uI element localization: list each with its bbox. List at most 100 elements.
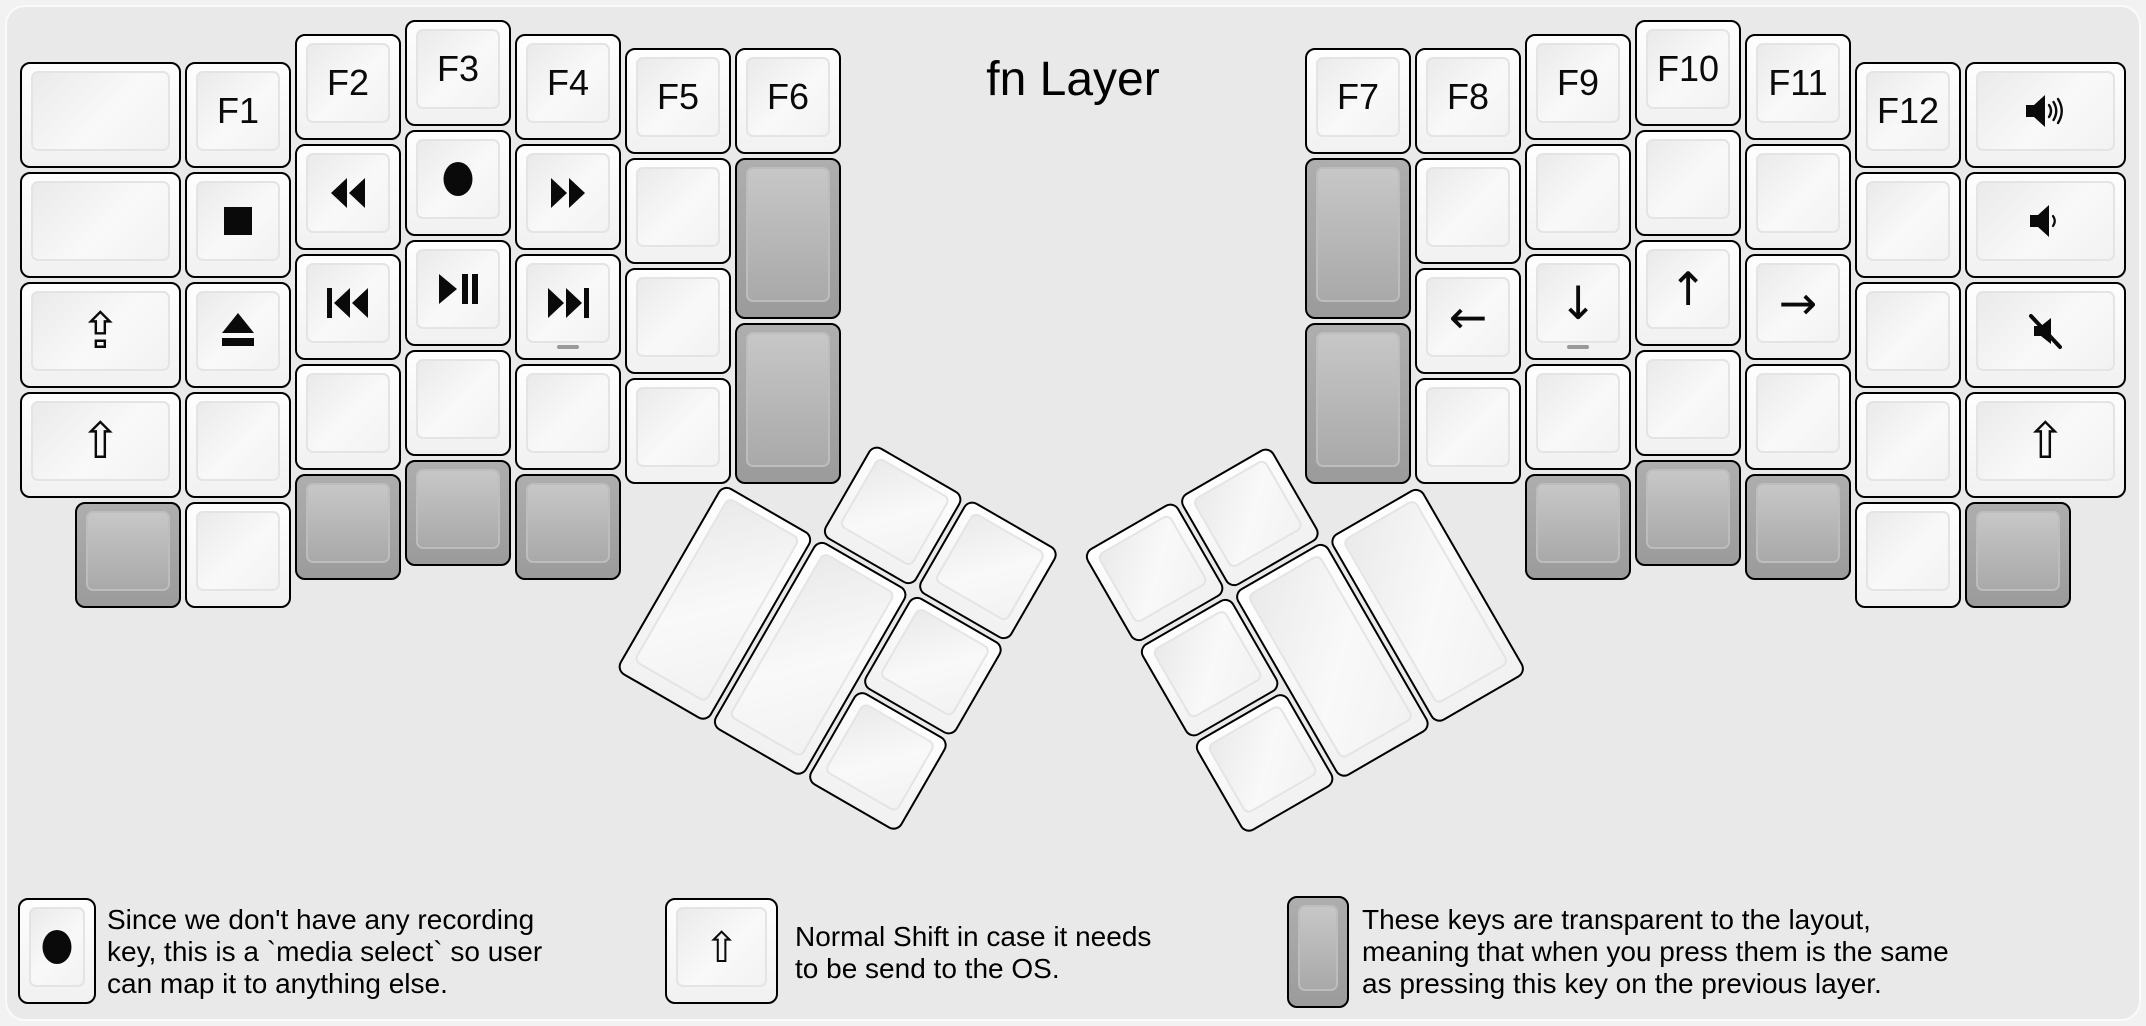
- key-volume-up[interactable]: [1965, 62, 2126, 168]
- page-title: fn Layer: [986, 53, 1160, 106]
- eject-icon: [222, 313, 254, 346]
- key-blank[interactable]: [1855, 502, 1961, 608]
- key-blank[interactable]: [1855, 392, 1961, 498]
- keycap-top: ⇧: [676, 907, 767, 987]
- key-transparent[interactable]: [405, 460, 511, 566]
- key-mute[interactable]: [1965, 282, 2126, 388]
- keycap-top: F4: [526, 43, 610, 123]
- key-blank[interactable]: [1415, 378, 1521, 484]
- key-f5[interactable]: F5: [625, 48, 731, 154]
- key-arrow-up[interactable]: ↑: [1635, 240, 1741, 346]
- keycap-top: F9: [1536, 43, 1620, 123]
- key-transparent[interactable]: [1305, 323, 1411, 484]
- key-f6[interactable]: F6: [735, 48, 841, 154]
- keycap-top: ↓: [1536, 263, 1620, 343]
- key-transparent[interactable]: [1745, 474, 1851, 580]
- key-eject[interactable]: [185, 282, 291, 388]
- key-blank[interactable]: [515, 364, 621, 470]
- key-transparent[interactable]: [1635, 460, 1741, 566]
- keycap-top: [1976, 291, 2115, 371]
- keycap-top: [1536, 483, 1620, 563]
- keycap-top: [636, 387, 720, 467]
- key-transparent[interactable]: [295, 474, 401, 580]
- keycap-top: [86, 511, 170, 591]
- legend-note-transparent: These keys are transparent to the layout…: [1362, 904, 1949, 999]
- key-stop[interactable]: [185, 172, 291, 278]
- keycap-top: [196, 401, 280, 481]
- key-legend-text: F11: [1768, 62, 1828, 103]
- key-f8[interactable]: F8: [1415, 48, 1521, 154]
- key-legend-text: F7: [1336, 76, 1379, 117]
- key-blank[interactable]: [625, 378, 731, 484]
- key-blank[interactable]: [20, 62, 181, 168]
- key-transparent[interactable]: [1305, 158, 1411, 319]
- key-caps-lock[interactable]: ⇪: [20, 282, 181, 388]
- key-f4[interactable]: F4: [515, 34, 621, 140]
- key-transparent[interactable]: [735, 323, 841, 484]
- key-transparent[interactable]: [75, 502, 181, 608]
- keycap-top: [1426, 387, 1510, 467]
- key-f10[interactable]: F10: [1635, 20, 1741, 126]
- key-blank[interactable]: [1415, 158, 1521, 264]
- key-f1[interactable]: F1: [185, 62, 291, 168]
- keycap-top: F8: [1426, 57, 1510, 137]
- key-blank[interactable]: [1635, 350, 1741, 456]
- keycap-top: [31, 181, 170, 261]
- key-shift-right[interactable]: ⇧: [1965, 392, 2126, 498]
- key-f12[interactable]: F12: [1855, 62, 1961, 168]
- key-f11[interactable]: F11: [1745, 34, 1851, 140]
- key-blank[interactable]: [1525, 144, 1631, 250]
- key-blank[interactable]: [1855, 282, 1961, 388]
- keycap-top: [306, 153, 390, 233]
- key-blank[interactable]: [1635, 130, 1741, 236]
- keycap-top: [306, 263, 390, 343]
- key-blank[interactable]: [1745, 144, 1851, 250]
- key-blank[interactable]: [1855, 172, 1961, 278]
- key-arrow-left[interactable]: ←: [1415, 268, 1521, 374]
- keycap-top: →: [1756, 263, 1840, 343]
- keycap-top: [526, 153, 610, 233]
- keycap-top: [1426, 167, 1510, 247]
- key-legend-text: F4: [546, 62, 589, 103]
- key-f9[interactable]: F9: [1525, 34, 1631, 140]
- key-fast-forward[interactable]: [515, 144, 621, 250]
- key-f2[interactable]: F2: [295, 34, 401, 140]
- key-arrow-right[interactable]: →: [1745, 254, 1851, 360]
- keycap-top: ⇪: [31, 291, 170, 371]
- key-transparent[interactable]: [1965, 502, 2071, 608]
- key-previous-track[interactable]: [295, 254, 401, 360]
- key-blank[interactable]: [405, 350, 511, 456]
- key-blank[interactable]: [20, 172, 181, 278]
- key-blank[interactable]: [1525, 364, 1631, 470]
- key-legend-text: F1: [216, 90, 259, 131]
- key-legend-text: ⇪: [79, 302, 122, 360]
- key-transparent[interactable]: [1525, 474, 1631, 580]
- key-arrow-down[interactable]: ↓: [1525, 254, 1631, 360]
- key-f3[interactable]: F3: [405, 20, 511, 126]
- key-play-pause[interactable]: [405, 240, 511, 346]
- key-blank[interactable]: [185, 392, 291, 498]
- fast-forward-icon: [551, 178, 585, 208]
- keycap-top: F7: [1316, 57, 1400, 137]
- keycap-top: [1646, 139, 1730, 219]
- key-blank[interactable]: [625, 268, 731, 374]
- key-transparent[interactable]: [515, 474, 621, 580]
- keycap-top: [526, 483, 610, 563]
- key-next-track[interactable]: [515, 254, 621, 360]
- keycap-top: [416, 249, 500, 329]
- record-icon: [443, 162, 473, 196]
- key-blank[interactable]: [625, 158, 731, 264]
- key-blank[interactable]: [185, 502, 291, 608]
- key-transparent[interactable]: [735, 158, 841, 319]
- legend-note-shift: Normal Shift in case it needs to be send…: [795, 921, 1152, 984]
- key-shift-left[interactable]: ⇧: [20, 392, 181, 498]
- key-blank[interactable]: [295, 364, 401, 470]
- key-volume-down[interactable]: [1965, 172, 2126, 278]
- keycap-top: [636, 167, 720, 247]
- key-blank[interactable]: [1745, 364, 1851, 470]
- keycap-top: [29, 907, 85, 987]
- key-record-media-select[interactable]: [405, 130, 511, 236]
- key-rewind[interactable]: [295, 144, 401, 250]
- key-f7[interactable]: F7: [1305, 48, 1411, 154]
- keycap-top: [1646, 359, 1730, 439]
